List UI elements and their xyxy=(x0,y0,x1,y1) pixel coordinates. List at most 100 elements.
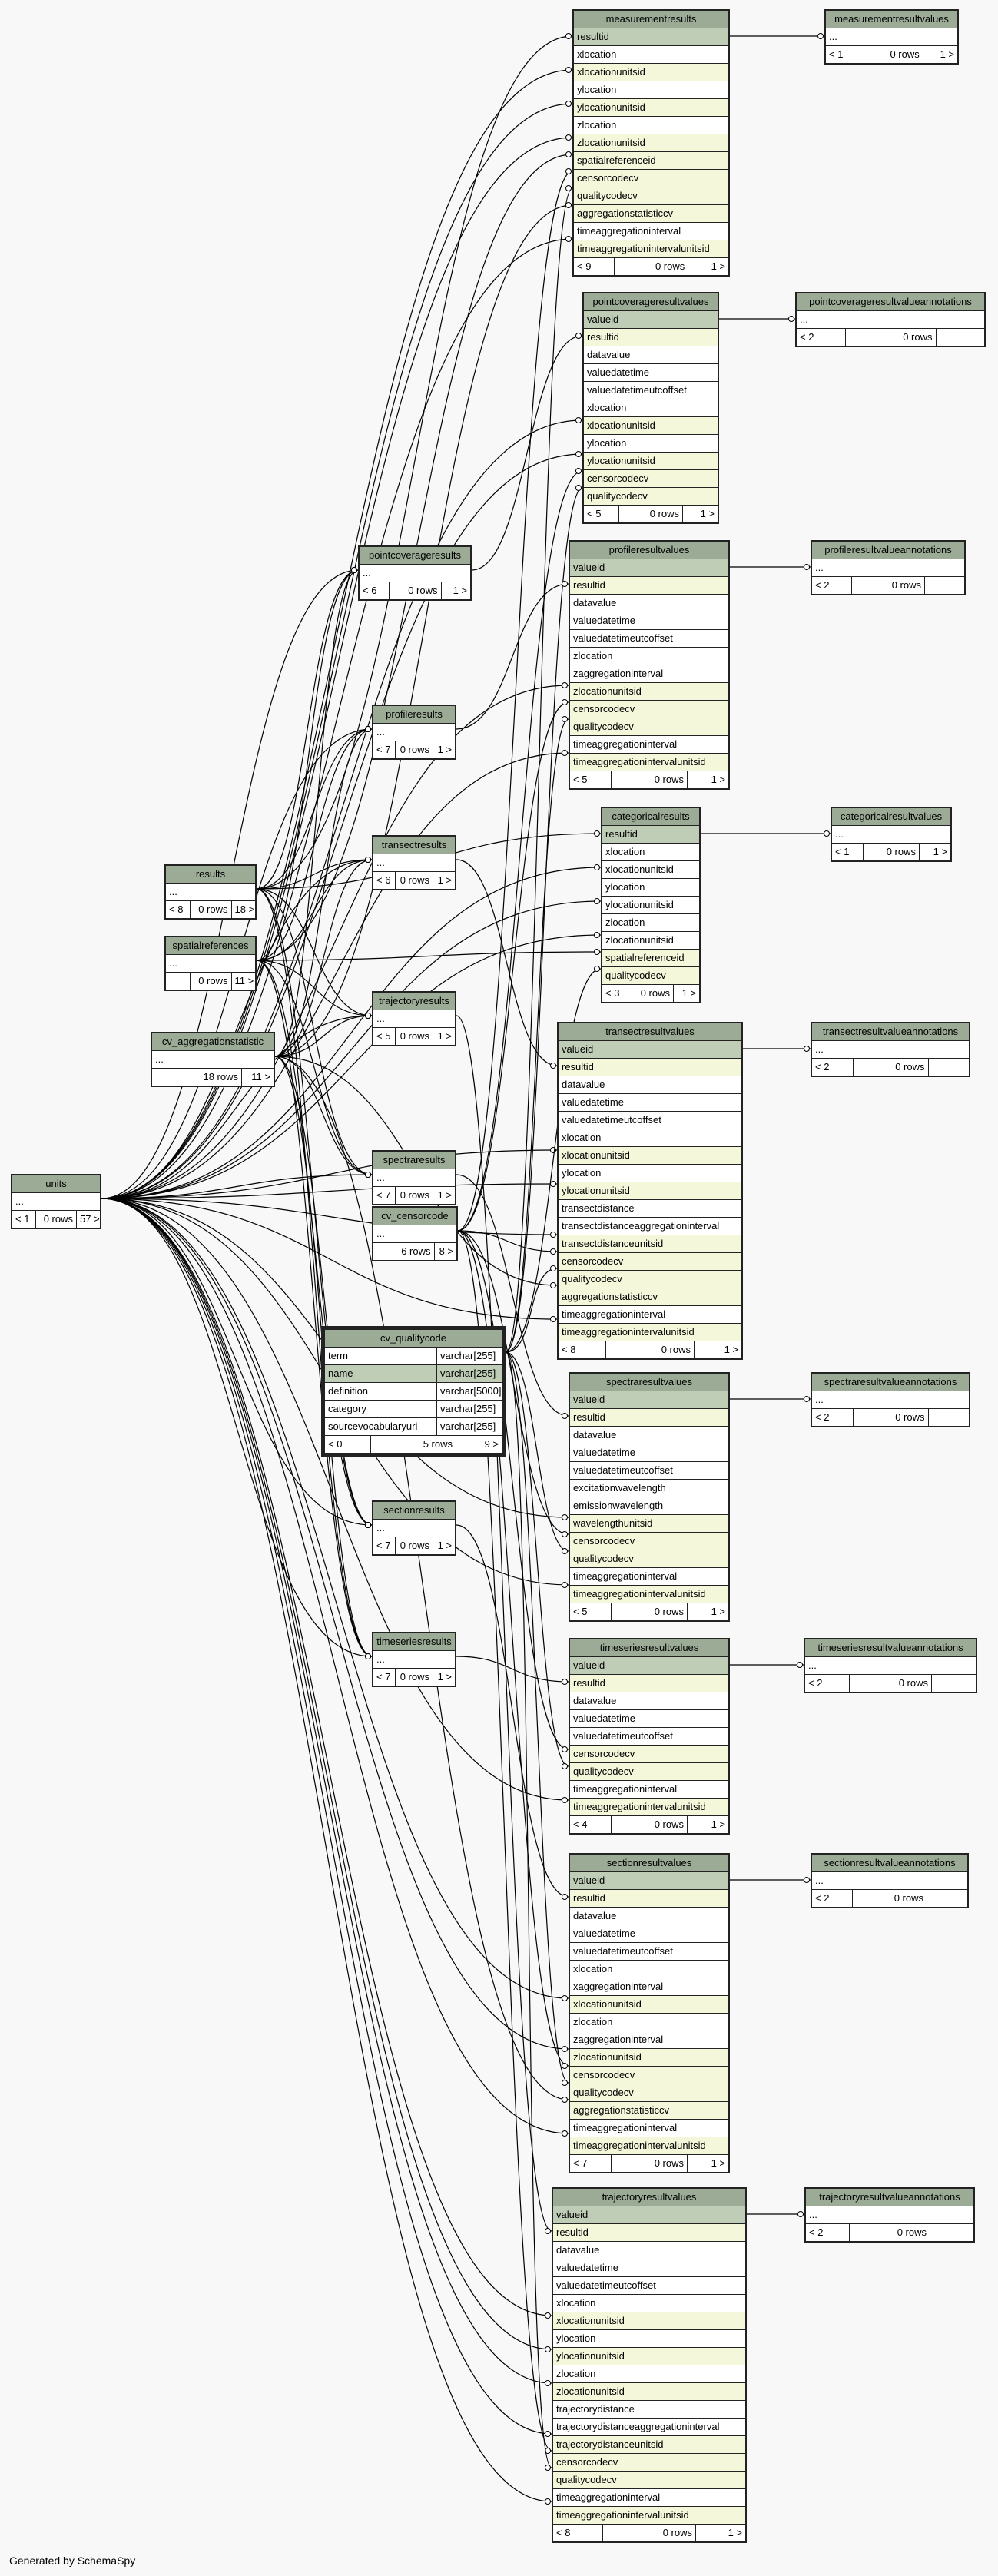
column-datavalue[interactable]: datavalue xyxy=(559,1076,741,1094)
column-valueid[interactable]: valueid xyxy=(584,311,718,329)
table-name[interactable]: transectresultvalueannotations xyxy=(812,1023,969,1041)
column-censorcodecv[interactable]: censorcodecv xyxy=(559,1253,741,1271)
column-zlocationunitsid[interactable]: zlocationunitsid xyxy=(553,2383,745,2401)
table-name[interactable]: timeseriesresultvalues xyxy=(570,1639,728,1657)
child-count[interactable]: 1 > xyxy=(437,1540,452,1551)
table-name[interactable]: trajectoryresultvalues xyxy=(553,2189,745,2206)
row-count[interactable]: 0 rows xyxy=(395,872,433,889)
parent-count[interactable]: < 1 xyxy=(15,1213,30,1225)
parent-count[interactable]: < 7 xyxy=(573,2157,588,2169)
row-count[interactable]: 0 rows xyxy=(618,506,683,522)
child-count[interactable]: 1 > xyxy=(453,585,467,596)
row-count[interactable]: 0 rows xyxy=(611,2155,688,2172)
table-name[interactable]: transectresults xyxy=(373,837,455,854)
column-datavalue[interactable]: datavalue xyxy=(570,1692,728,1710)
column-valuedatetimeutcoffset[interactable]: valuedatetimeutcoffset xyxy=(570,1462,728,1480)
parent-count[interactable]: < 7 xyxy=(376,744,391,755)
row-count[interactable]: 0 rows xyxy=(852,1409,929,1426)
column-ellipsis[interactable]: ... xyxy=(166,955,255,973)
child-count[interactable]: 1 > xyxy=(711,260,725,272)
column-xlocationunitsid[interactable]: xlocationunitsid xyxy=(553,2312,745,2330)
column-ylocation[interactable]: ylocation xyxy=(574,81,728,99)
column-aggregationstatisticcv[interactable]: aggregationstatisticcv xyxy=(570,2102,728,2120)
parent-count[interactable]: < 2 xyxy=(809,2226,824,2238)
column-valuedatetime[interactable]: valuedatetime xyxy=(570,1925,728,1943)
table-name[interactable]: cv_qualitycode xyxy=(325,1330,502,1348)
column-qualitycodecv[interactable]: qualitycodecv xyxy=(570,1550,728,1568)
parent-count[interactable]: < 2 xyxy=(808,1677,823,1689)
table-name[interactable]: cv_censorcode xyxy=(373,1208,456,1225)
column-ellipsis[interactable]: ... xyxy=(12,1193,100,1211)
column-xlocation[interactable]: xlocation xyxy=(602,844,699,861)
parent-count[interactable]: < 1 xyxy=(835,846,850,857)
child-count[interactable]: 1 > xyxy=(700,508,715,519)
column-censorcodecv[interactable]: censorcodecv xyxy=(570,2067,728,2084)
table-name[interactable]: profileresultvalueannotations xyxy=(812,542,964,559)
column-ellipsis[interactable]: ... xyxy=(360,565,470,582)
row-count[interactable]: 0 rows xyxy=(189,901,232,918)
table-name[interactable]: profileresults xyxy=(373,706,455,724)
table-name[interactable]: spatialreferences xyxy=(166,937,255,955)
column-ylocationunitsid[interactable]: ylocationunitsid xyxy=(574,99,728,117)
child-count[interactable] xyxy=(929,1059,970,1076)
column-datavalue[interactable]: datavalue xyxy=(570,1427,728,1444)
table-name[interactable]: timeseriesresultvalueannotations xyxy=(805,1639,976,1657)
column-zlocationunitsid[interactable]: zlocationunitsid xyxy=(570,683,728,701)
column-ylocationunitsid[interactable]: ylocationunitsid xyxy=(584,453,718,470)
column-emissionwavelength[interactable]: emissionwavelength xyxy=(570,1497,728,1515)
column-censorcodecv[interactable]: censorcodecv xyxy=(584,470,718,488)
parent-count[interactable]: < 8 xyxy=(562,1344,576,1355)
column-timeaggregationinterval[interactable]: timeaggregationinterval xyxy=(570,2120,728,2137)
child-count[interactable]: 1 > xyxy=(437,744,452,755)
table-name[interactable]: profileresultvalues xyxy=(570,542,728,559)
column-ellipsis[interactable]: ... xyxy=(373,1225,456,1243)
row-count[interactable]: 0 rows xyxy=(611,1603,688,1620)
row-count[interactable]: 0 rows xyxy=(395,1669,433,1686)
column-qualitycodecv[interactable]: qualitycodecv xyxy=(559,1271,741,1288)
column-aggregationstatisticcv[interactable]: aggregationstatisticcv xyxy=(574,205,728,223)
child-count[interactable]: 1 > xyxy=(437,874,452,886)
row-count[interactable]: 0 rows xyxy=(844,329,937,346)
table-name[interactable]: transectresultvalues xyxy=(559,1023,741,1041)
column-resultid[interactable]: resultid xyxy=(570,577,728,595)
column-zlocation[interactable]: zlocation xyxy=(602,914,699,932)
row-count[interactable]: 18 rows xyxy=(184,1069,242,1086)
column-zlocation[interactable]: zlocation xyxy=(553,2365,745,2383)
column-valuedatetime[interactable]: valuedatetime xyxy=(570,1444,728,1462)
column-ellipsis[interactable]: ... xyxy=(797,311,984,329)
table-name[interactable]: units xyxy=(12,1175,100,1193)
parent-count[interactable]: < 2 xyxy=(815,1411,830,1423)
column-timeaggregationintervalunitsid[interactable]: timeaggregationintervalunitsid xyxy=(574,240,728,258)
column-ylocation[interactable]: ylocation xyxy=(559,1165,741,1182)
column-valueid[interactable]: valueid xyxy=(570,1391,728,1409)
column-xlocationunitsid[interactable]: xlocationunitsid xyxy=(570,1996,728,2014)
column-ellipsis[interactable]: ... xyxy=(806,2206,973,2224)
column-ellipsis[interactable]: ... xyxy=(812,559,964,577)
parent-count[interactable]: < 5 xyxy=(587,508,602,519)
column-valuedatetime[interactable]: valuedatetime xyxy=(570,612,728,630)
column-timeaggregationinterval[interactable]: timeaggregationinterval xyxy=(570,1568,728,1586)
child-count[interactable]: 1 > xyxy=(711,1818,725,1830)
row-count[interactable]: 0 rows xyxy=(395,1537,433,1554)
column-resultid[interactable]: resultid xyxy=(570,1675,728,1692)
row-count[interactable]: 0 rows xyxy=(605,1341,695,1358)
table-name[interactable]: spectraresultvalueannotations xyxy=(812,1374,969,1391)
child-count[interactable]: 1 > xyxy=(437,1671,452,1683)
column-ellipsis[interactable]: ... xyxy=(373,854,455,872)
column-censorcodecv[interactable]: censorcodecv xyxy=(553,2454,745,2472)
column-trajectorydistanceunitsid[interactable]: trajectorydistanceunitsid xyxy=(553,2436,745,2454)
column-zaggregationinterval[interactable]: zaggregationinterval xyxy=(570,2031,728,2049)
row-count[interactable]: 5 rows xyxy=(370,1436,456,1453)
